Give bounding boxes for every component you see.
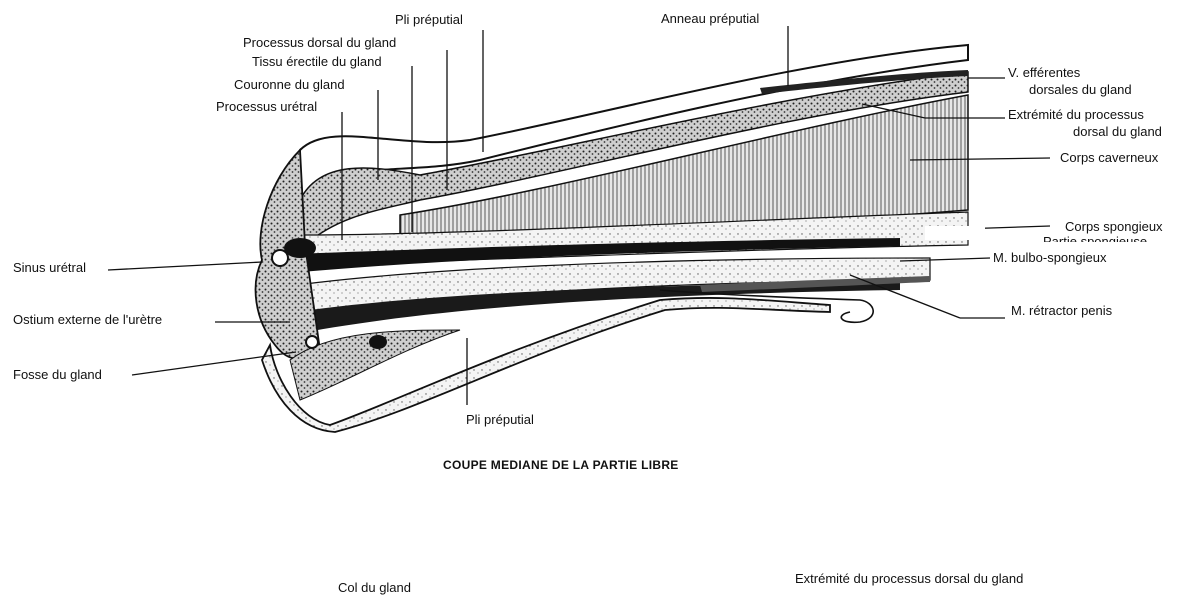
label-pli-preputial-top: Pli préputial bbox=[395, 12, 463, 27]
label-ostium: Ostium externe de l'urètre bbox=[13, 312, 162, 327]
footer-col-du-gland: Col du gland bbox=[338, 580, 411, 595]
label-fosse: Fosse du gland bbox=[13, 367, 102, 382]
label-sinus-uretral: Sinus urétral bbox=[13, 260, 86, 275]
label-couronne: Couronne du gland bbox=[234, 77, 345, 92]
label-extremite-2: dorsal du gland bbox=[1073, 124, 1162, 139]
sinus-uretral-circle bbox=[272, 250, 288, 266]
label-bulbo: M. bulbo-spongieux bbox=[993, 250, 1106, 265]
urethral-process-blob bbox=[284, 238, 316, 258]
fosse-circle bbox=[306, 336, 318, 348]
penis-section-drawing bbox=[256, 45, 968, 432]
label-corps-spongieux: Corps spongieux bbox=[1065, 219, 1163, 234]
figure-caption: COUPE MEDIANE DE LA PARTIE LIBRE bbox=[443, 458, 679, 472]
label-partie-spongieuse: Partie spongieuse bbox=[1043, 234, 1147, 242]
label-v-efferentes-1: V. efférentes bbox=[1008, 65, 1080, 80]
footer-extremite-processus: Extrémité du processus dorsal du gland bbox=[795, 571, 1023, 586]
label-processus-uretral: Processus urétral bbox=[216, 99, 317, 114]
leader-sinus bbox=[108, 262, 262, 270]
label-corps-caverneux: Corps caverneux bbox=[1060, 150, 1158, 165]
label-retractor: M. rétractor penis bbox=[1011, 303, 1112, 318]
label-pli-preputial-bottom: Pli préputial bbox=[466, 412, 534, 427]
mask-strip bbox=[925, 226, 985, 240]
label-v-efferentes-2: dorsales du gland bbox=[1029, 82, 1132, 97]
label-anneau-preputial: Anneau préputial bbox=[661, 11, 759, 26]
label-extremite-1: Extrémité du processus bbox=[1008, 107, 1144, 122]
glans-lower-blob bbox=[369, 335, 387, 349]
mask-strip-right bbox=[1140, 245, 1199, 269]
label-processus-dorsal: Processus dorsal du gland bbox=[243, 35, 396, 50]
label-tissu-erectile: Tissu érectile du gland bbox=[252, 54, 382, 69]
